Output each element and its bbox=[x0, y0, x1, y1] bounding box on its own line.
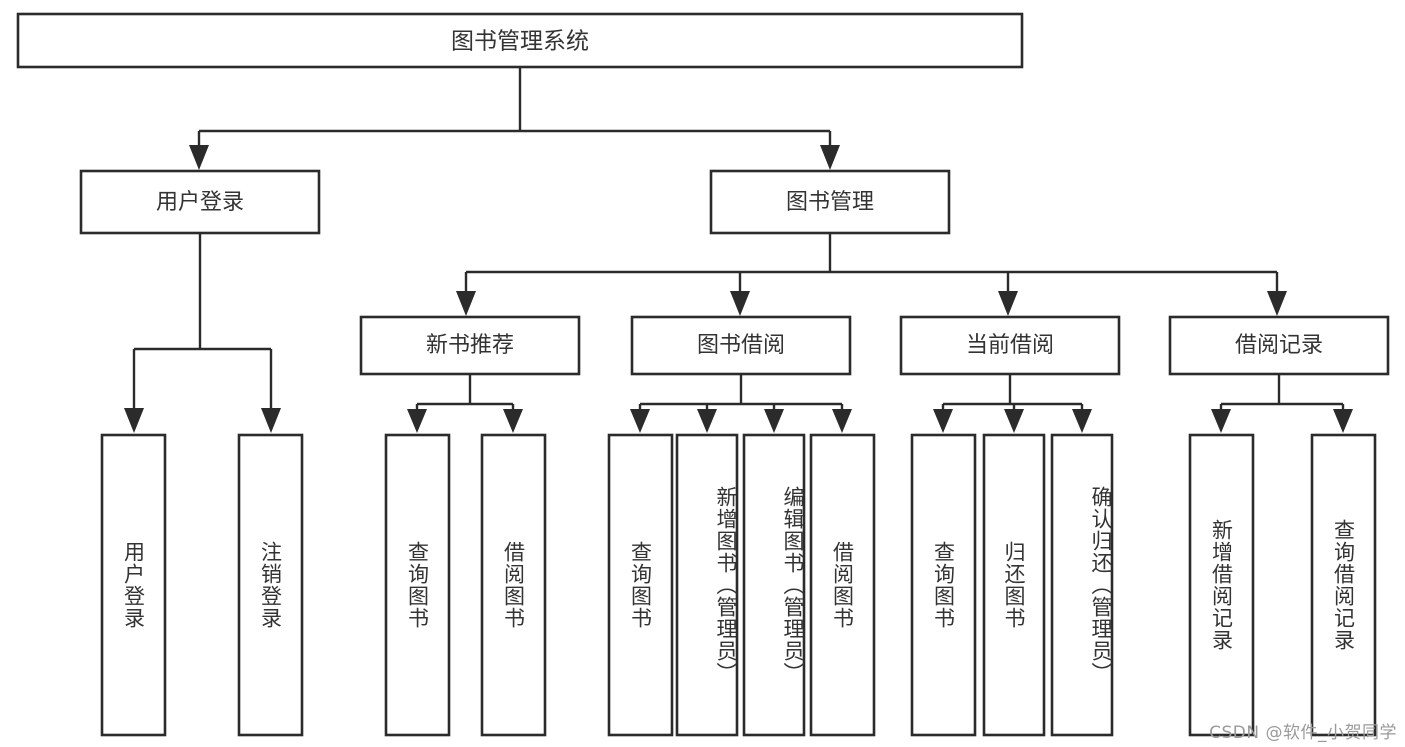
leaf-box[interactable] bbox=[809, 433, 876, 737]
arrow-head-icon bbox=[697, 409, 717, 433]
node-book-borrow[interactable]: 图书借阅 bbox=[630, 315, 852, 376]
leaf-box[interactable] bbox=[742, 433, 806, 737]
arrow-head-icon bbox=[189, 145, 209, 170]
leaf-box[interactable] bbox=[384, 433, 451, 737]
node-borrow-records-label: 借阅记录 bbox=[1235, 333, 1323, 358]
node-user-login-label: 用户登录 bbox=[156, 190, 244, 215]
arrow-head-icon bbox=[730, 291, 750, 316]
arrow-head-icon bbox=[933, 409, 953, 433]
leaf-box[interactable] bbox=[1188, 433, 1255, 737]
leaf-box[interactable] bbox=[1310, 433, 1377, 737]
arrow-head-icon bbox=[124, 408, 144, 433]
connector-records-to-leaves bbox=[1211, 374, 1353, 433]
node-book-borrow-label: 图书借阅 bbox=[697, 333, 785, 358]
node-root[interactable]: 图书管理系统 bbox=[16, 12, 1024, 69]
arrow-head-icon bbox=[1072, 409, 1092, 433]
arrow-head-icon bbox=[456, 291, 476, 316]
arrow-head-icon bbox=[998, 291, 1018, 316]
node-current-borrow-label: 当前借阅 bbox=[966, 333, 1054, 358]
arrow-head-icon bbox=[832, 409, 852, 433]
leaf-box[interactable] bbox=[237, 433, 304, 737]
arrow-head-icon bbox=[407, 409, 427, 433]
arrow-head-icon bbox=[261, 408, 281, 433]
node-book-management-label: 图书管理 bbox=[786, 190, 874, 215]
leaf-box[interactable] bbox=[607, 433, 674, 737]
connector-bookmgmt-to-level3 bbox=[456, 233, 1287, 316]
node-current-borrow[interactable]: 当前借阅 bbox=[899, 315, 1121, 376]
leaf-box[interactable] bbox=[982, 433, 1046, 737]
node-user-login[interactable]: 用户登录 bbox=[79, 169, 321, 235]
leaf-boxes bbox=[100, 433, 1377, 737]
arrow-head-icon bbox=[1267, 291, 1287, 316]
arrow-head-icon bbox=[503, 409, 523, 433]
node-new-book-recommend[interactable]: 新书推荐 bbox=[359, 315, 581, 376]
connector-root-to-level2 bbox=[189, 67, 840, 170]
leaf-box[interactable] bbox=[100, 433, 167, 737]
arrow-head-icon bbox=[1211, 409, 1231, 433]
leaf-box[interactable] bbox=[1050, 433, 1114, 737]
arrow-head-icon bbox=[1004, 409, 1024, 433]
leaf-box[interactable] bbox=[480, 433, 547, 737]
node-borrow-records[interactable]: 借阅记录 bbox=[1168, 315, 1390, 376]
node-new-book-recommend-label: 新书推荐 bbox=[426, 333, 514, 358]
arrow-head-icon bbox=[1333, 409, 1353, 433]
arrow-head-icon bbox=[764, 409, 784, 433]
connector-current-to-leaves bbox=[933, 374, 1092, 433]
node-book-management[interactable]: 图书管理 bbox=[709, 169, 951, 235]
leaf-box[interactable] bbox=[675, 433, 739, 737]
connector-userlogin-to-leaves bbox=[124, 233, 281, 433]
connector-borrow-to-leaves bbox=[630, 374, 852, 433]
node-root-label: 图书管理系统 bbox=[451, 29, 589, 55]
watermark: CSDN @软件_小贺同学 bbox=[1209, 723, 1397, 743]
arrow-head-icon bbox=[630, 409, 650, 433]
arrow-head-icon bbox=[820, 145, 840, 170]
leaf-box[interactable] bbox=[910, 433, 977, 737]
connector-newbook-to-leaves bbox=[407, 374, 523, 433]
